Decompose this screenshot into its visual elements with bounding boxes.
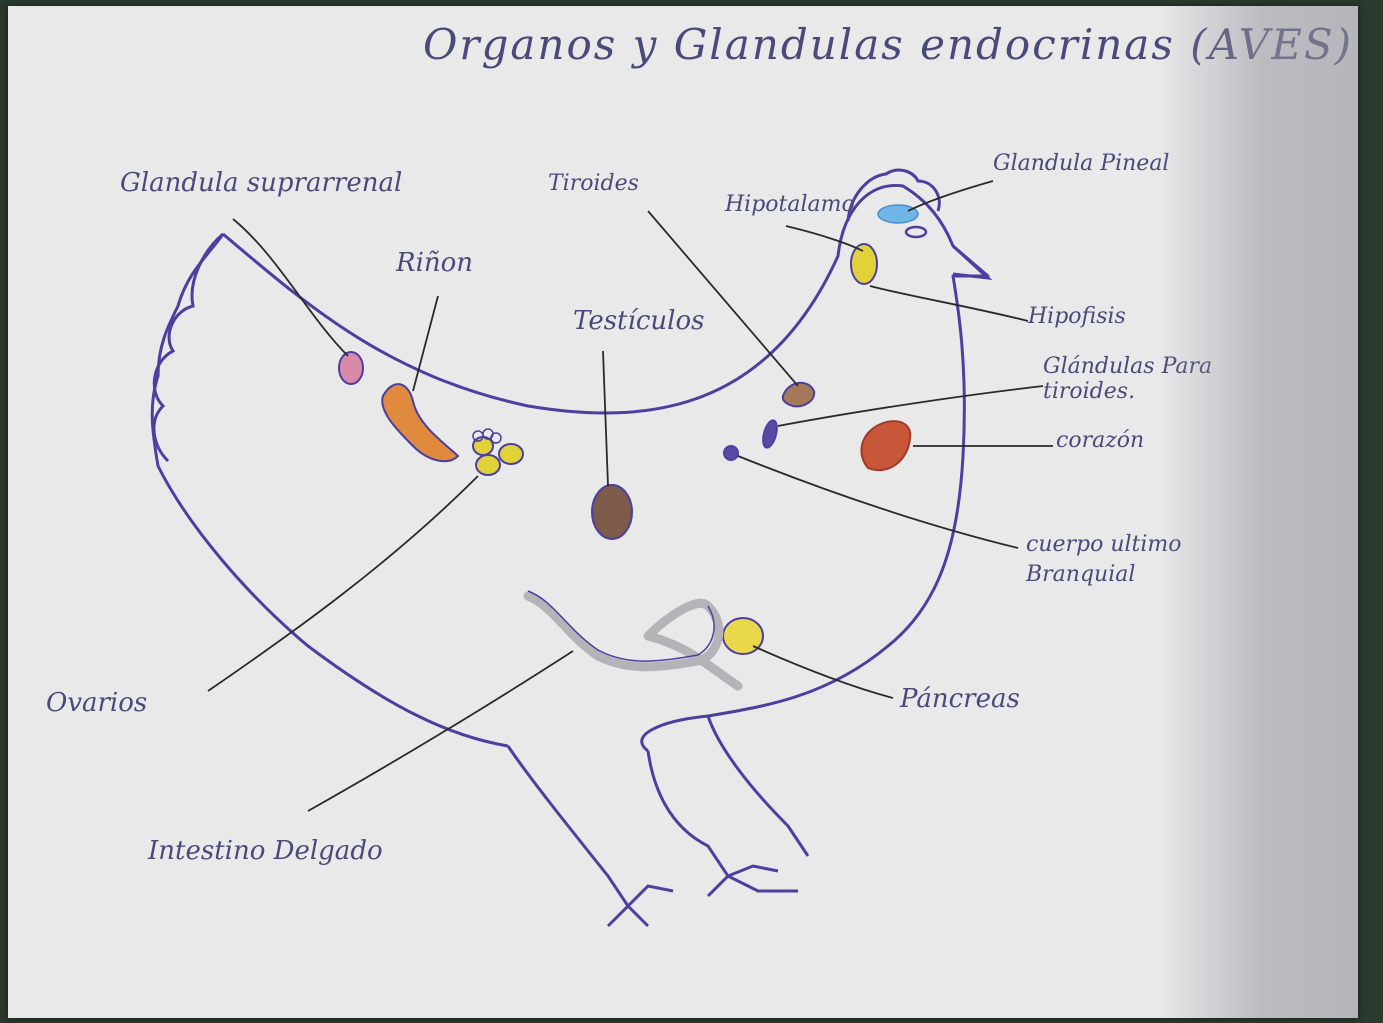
legs bbox=[508, 716, 808, 926]
label-small-intestine: Intestino Delgado bbox=[148, 836, 383, 866]
hypophysis bbox=[851, 244, 877, 284]
leader-lines bbox=[208, 181, 1053, 811]
diagram-title: Organos y Glandulas endocrinas (AVES) bbox=[423, 20, 1353, 69]
heart bbox=[861, 421, 910, 470]
label-hypothalamus: Hipotalamo bbox=[725, 192, 855, 217]
small-intestine bbox=[528, 596, 738, 686]
tail-feathers bbox=[154, 234, 223, 461]
kidney bbox=[382, 384, 458, 461]
beak bbox=[953, 246, 988, 278]
label-testis: Testículos bbox=[573, 306, 704, 336]
eye bbox=[906, 227, 926, 237]
label-hypophysis: Hipofisis bbox=[1028, 304, 1126, 329]
label-pancreas: Páncreas bbox=[900, 684, 1020, 714]
thyroid bbox=[783, 383, 814, 407]
ovary bbox=[473, 429, 523, 475]
label-kidney: Riñon bbox=[396, 248, 473, 278]
label-ovary: Ovarios bbox=[46, 688, 147, 718]
label-parathyroid: Glándulas Para tiroides. bbox=[1043, 354, 1293, 404]
label-adrenal-gland: Glandula suprarrenal bbox=[120, 168, 402, 198]
pineal-gland bbox=[878, 205, 918, 223]
adrenal-gland bbox=[339, 352, 363, 384]
label-ultimobranchial-body: cuerpo ultimo Branquial bbox=[1026, 530, 1196, 590]
label-heart: corazón bbox=[1056, 428, 1144, 453]
parathyroid bbox=[761, 419, 780, 449]
ultimobranchial-body bbox=[724, 446, 738, 460]
testis bbox=[592, 485, 632, 539]
paper-sheet: Organos y Glandulas endocrinas (AVES) Gl… bbox=[8, 6, 1358, 1018]
label-pineal-gland: Glandula Pineal bbox=[993, 151, 1169, 176]
label-thyroid: Tiroides bbox=[548, 171, 639, 196]
